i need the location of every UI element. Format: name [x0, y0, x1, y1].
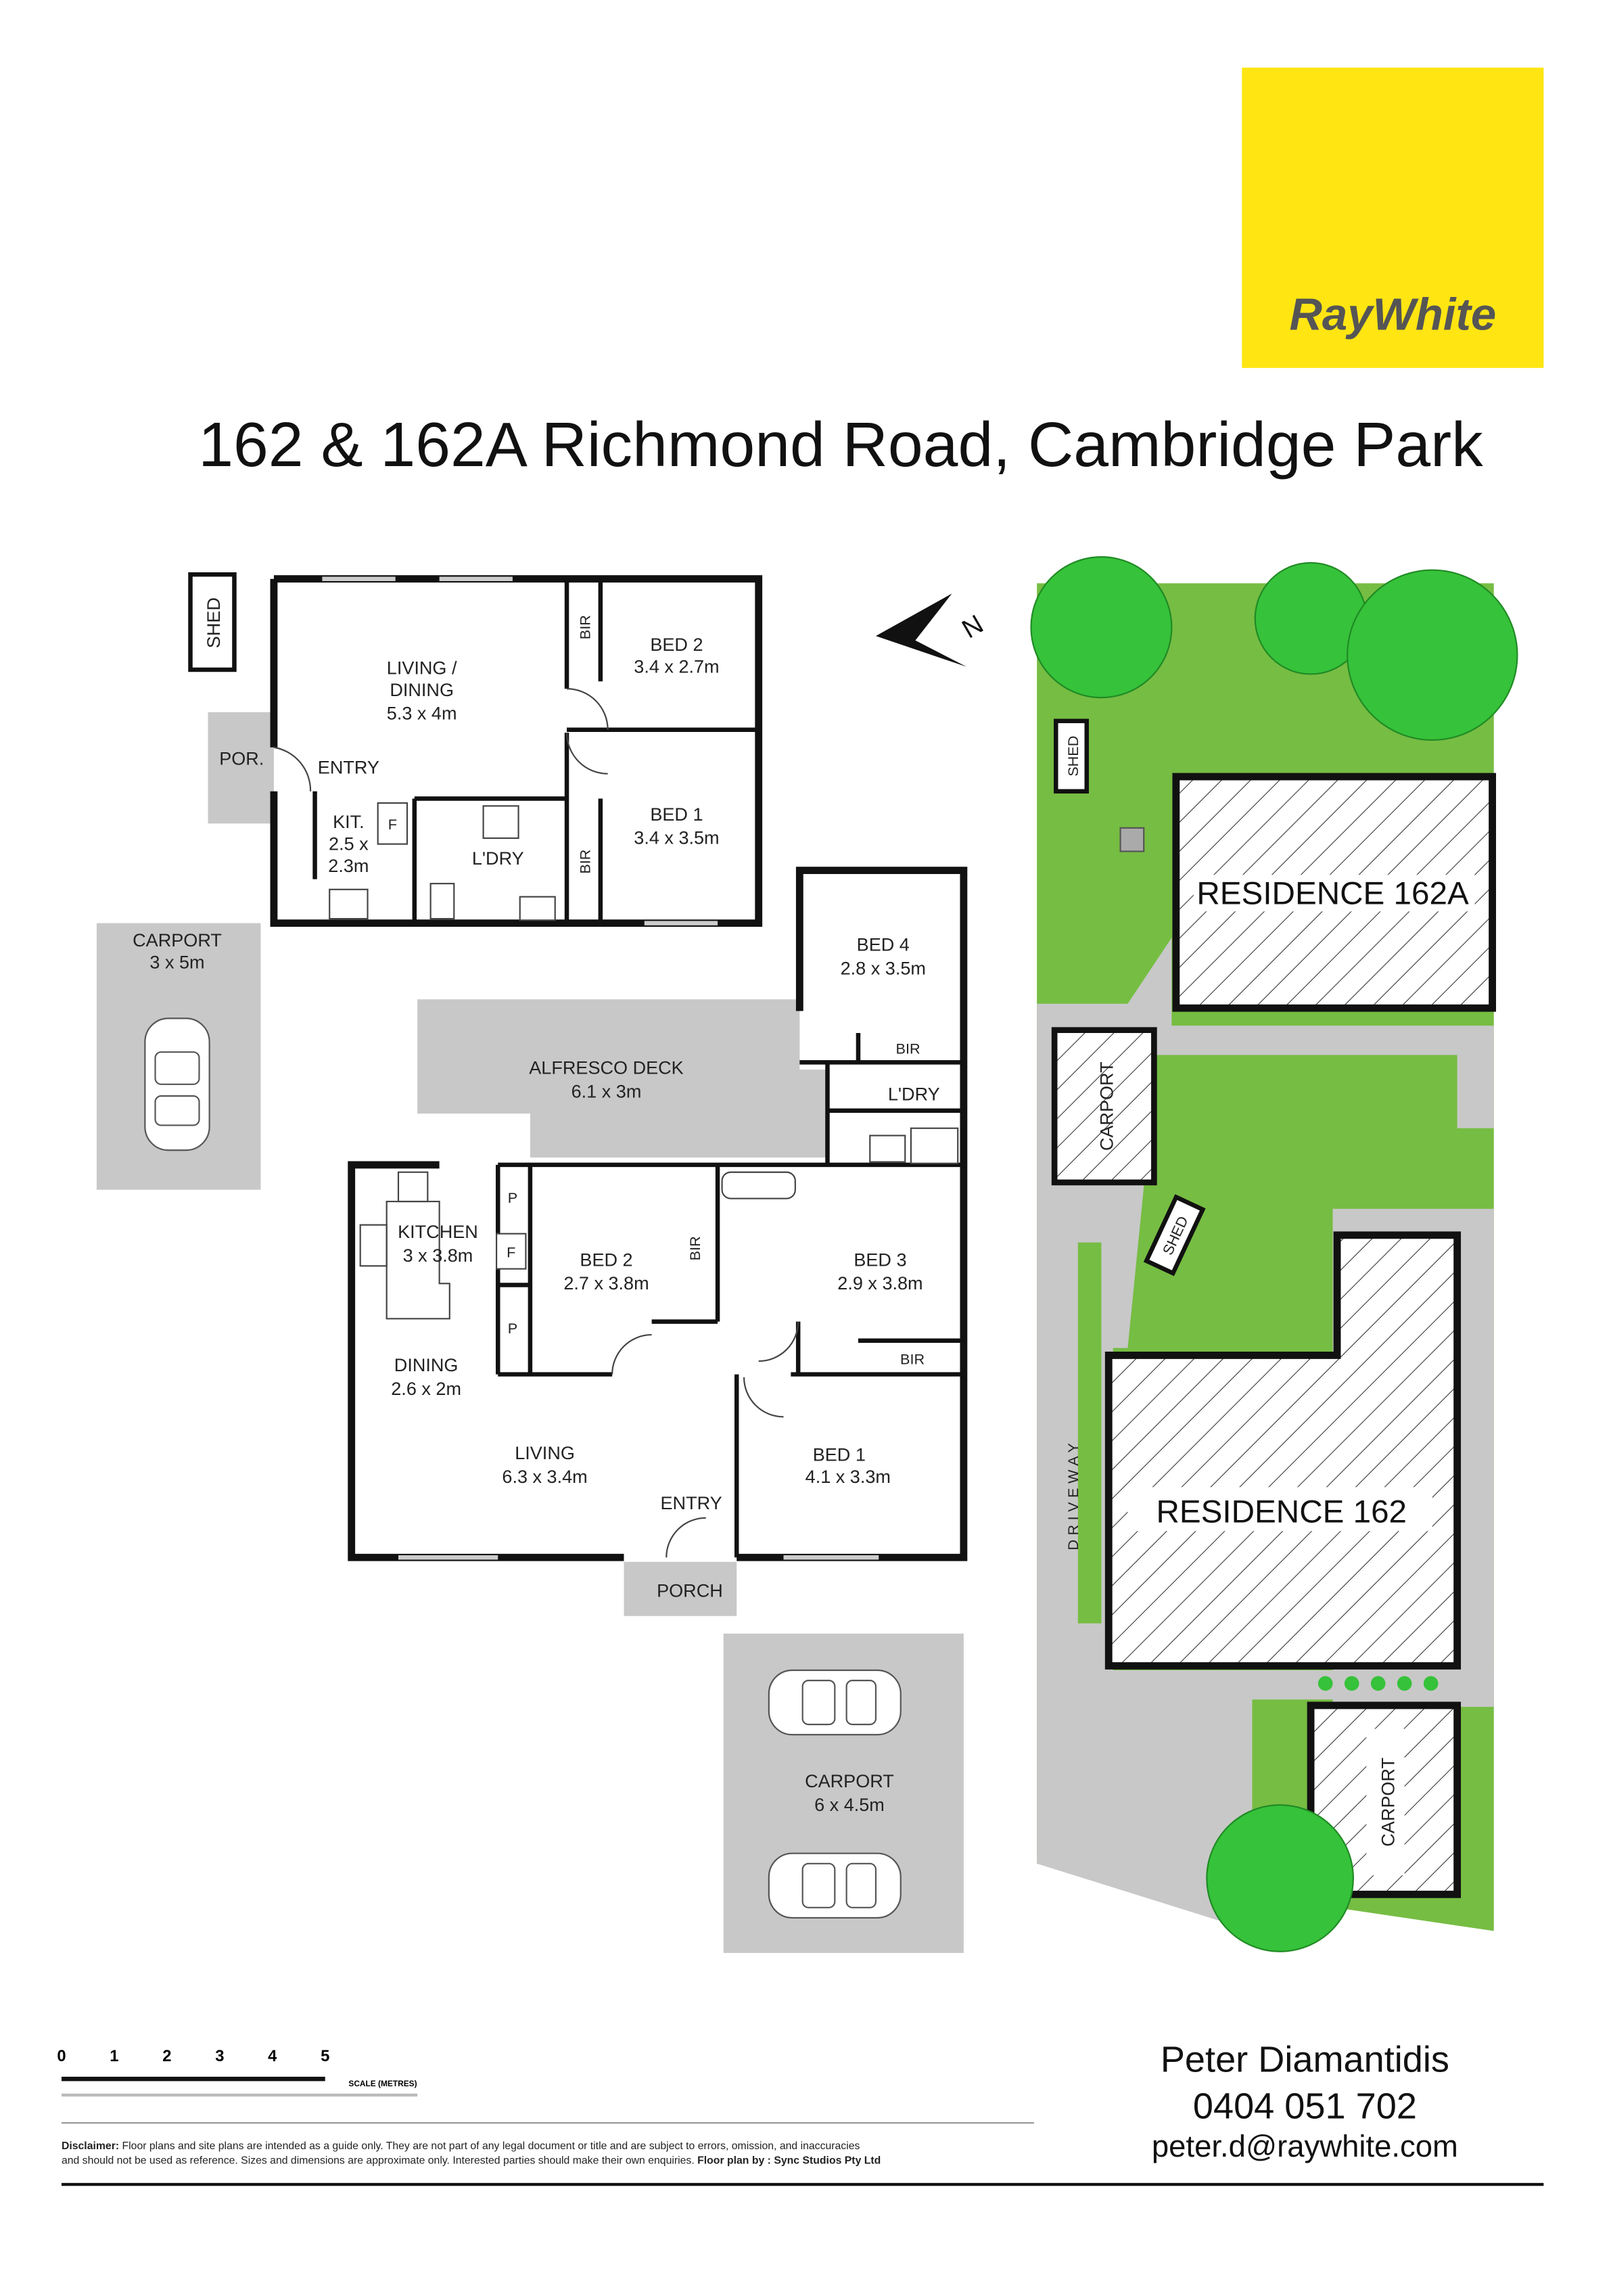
floor-plan-162: ALFRESCO DECK 6.1 x 3m BED 4 2.8 x 3.5m … — [348, 867, 968, 1953]
bir-label: BIR — [577, 615, 594, 639]
bed1-dim: 3.4 x 3.5m — [634, 828, 719, 848]
residence-162-label: RESIDENCE 162 — [1156, 1494, 1407, 1530]
laundry-label: L'DRY — [472, 848, 524, 869]
site-plan: RESIDENCE 162A CARPORT SHED SHED RESIDEN… — [1030, 556, 1518, 1952]
north-arrow-icon: N — [875, 593, 988, 667]
living-dim: 5.3 x 4m — [387, 704, 457, 724]
bed3-dim: 2.9 x 3.8m — [837, 1273, 923, 1293]
dining-label: DINING — [394, 1355, 459, 1375]
svg-text:0: 0 — [57, 2047, 66, 2065]
floor-plan-162a: SHED POR. ENTRY LIVING / DINING 5.3 x 4m… — [96, 572, 763, 1190]
svg-text:RayWhite: RayWhite — [1289, 290, 1496, 340]
bed1-dim: 4.1 x 3.3m — [806, 1467, 891, 1487]
agent-phone[interactable]: 0404 051 702 — [1193, 2086, 1417, 2127]
living-label: LIVING / — [387, 658, 457, 678]
disclaimer-line-2: and should not be used as reference. Siz… — [62, 2155, 881, 2167]
carport-dim: 3 x 5m — [149, 952, 204, 973]
kitchen-dim: 2.3m — [328, 856, 369, 876]
entry-label: ENTRY — [661, 1493, 722, 1513]
laundry-label: L'DRY — [888, 1084, 940, 1105]
svg-text:N: N — [957, 610, 988, 644]
dining-label: DINING — [390, 680, 454, 700]
fridge-label: F — [507, 1243, 515, 1260]
alfresco-dim: 6.1 x 3m — [571, 1081, 642, 1101]
kitchen-label: KIT. — [333, 812, 365, 832]
bed2-dim: 3.4 x 2.7m — [634, 656, 719, 676]
carport-label: CARPORT — [805, 1771, 894, 1791]
car-icon — [144, 1017, 210, 1151]
agent-name: Peter Diamantidis — [1161, 2039, 1449, 2080]
tree-icon — [1347, 569, 1518, 741]
porch-label: PORCH — [657, 1581, 723, 1601]
kitchen-label: KITCHEN — [398, 1222, 478, 1242]
bed2-dim: 2.7 x 3.8m — [563, 1273, 649, 1293]
raywhite-logo: RayWhite — [1242, 67, 1544, 368]
svg-text:4: 4 — [268, 2047, 277, 2065]
scale-bar: 0 1 2 3 4 5 SCALE (METRES) — [57, 2047, 418, 2097]
bed4-label: BED 4 — [857, 935, 910, 955]
carport-label: CARPORT — [1378, 1758, 1399, 1847]
car-icon — [768, 1852, 902, 1919]
pantry-label: P — [508, 1320, 517, 1337]
bir-label: BIR — [686, 1236, 703, 1260]
disclaimer-line-1: Disclaimer: Floor plans and site plans a… — [62, 2140, 860, 2152]
bed3-label: BED 3 — [854, 1249, 906, 1270]
alfresco-label: ALFRESCO DECK — [529, 1058, 683, 1078]
pantry-label: P — [508, 1189, 517, 1206]
shed-label: SHED — [204, 597, 224, 648]
svg-text:SCALE (METRES): SCALE (METRES) — [348, 2079, 417, 2088]
shed-label: SHED — [1065, 736, 1081, 777]
bed1-label: BED 1 — [813, 1444, 866, 1465]
carport-label: CARPORT — [133, 930, 222, 950]
page-title: 162 & 162A Richmond Road, Cambridge Park — [198, 409, 1483, 480]
agent-email[interactable]: peter.d@raywhite.com — [1152, 2129, 1458, 2163]
bed4-dim: 2.8 x 3.5m — [841, 958, 926, 978]
residence-162a-label: RESIDENCE 162A — [1196, 875, 1469, 911]
svg-text:3: 3 — [215, 2047, 224, 2065]
fridge-label: F — [388, 816, 397, 833]
living-label: LIVING — [515, 1443, 575, 1463]
carport-dim: 6 x 4.5m — [814, 1795, 885, 1815]
bed2-label: BED 2 — [650, 635, 703, 655]
porch-label: POR. — [219, 749, 264, 769]
driveway-label: DRIVEWAY — [1065, 1439, 1081, 1551]
kitchen-dim: 3 x 3.8m — [403, 1245, 473, 1266]
bed1-label: BED 1 — [650, 804, 703, 825]
kitchen-dim: 2.5 x — [329, 833, 369, 854]
tree-icon — [1206, 1804, 1354, 1952]
bed2-label: BED 2 — [580, 1249, 632, 1270]
svg-text:5: 5 — [321, 2047, 329, 2065]
bir-label: BIR — [896, 1040, 920, 1057]
svg-text:2: 2 — [162, 2047, 171, 2065]
bir-label: BIR — [900, 1350, 925, 1367]
dining-dim: 2.6 x 2m — [391, 1379, 461, 1399]
tree-icon — [1030, 556, 1173, 699]
carport-label: CARPORT — [1097, 1061, 1117, 1151]
car-icon — [768, 1669, 902, 1736]
bir-label: BIR — [577, 850, 594, 874]
living-dim: 6.3 x 3.4m — [502, 1467, 587, 1487]
svg-text:1: 1 — [110, 2047, 118, 2065]
entry-label: ENTRY — [318, 758, 379, 778]
